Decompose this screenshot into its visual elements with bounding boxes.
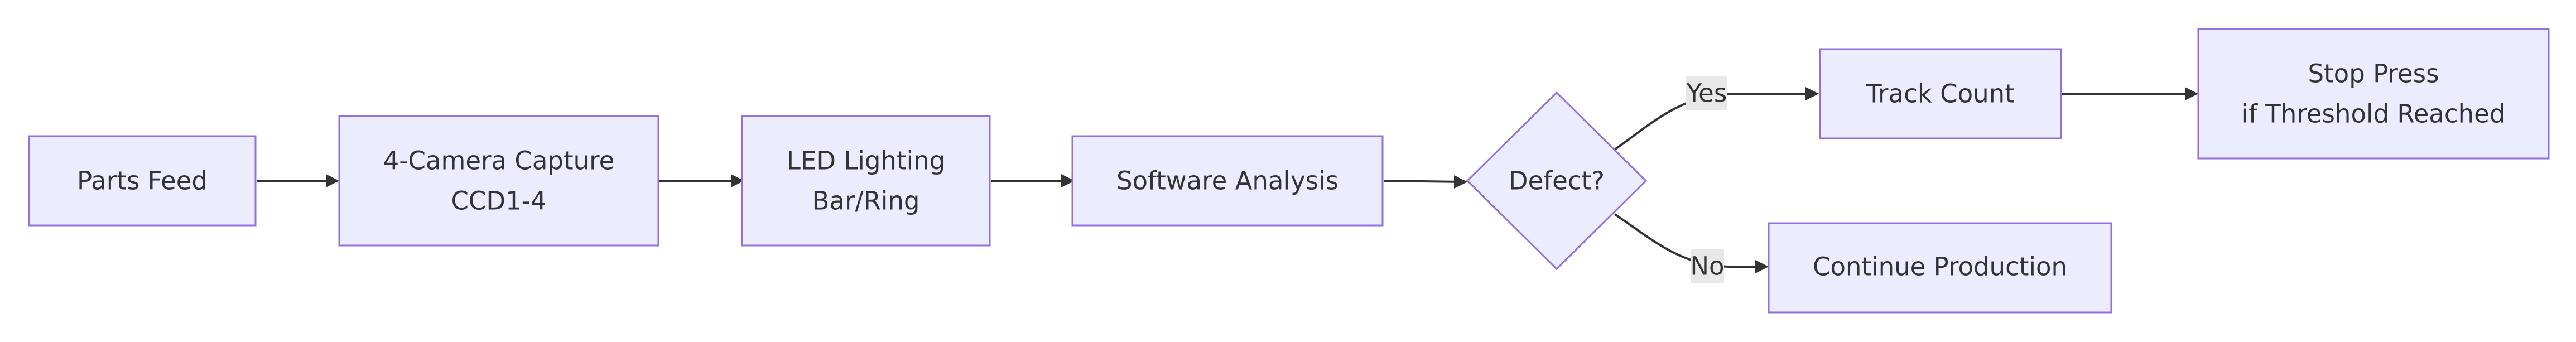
arrowheads [326,87,2198,273]
node-track-count-box [1819,48,2062,139]
node-led-lighting-box [741,115,991,247]
node-software-analysis: Software Analysis [1071,135,1384,227]
node-camera-capture-label-line1: 4-Camera Capture [383,146,615,176]
arrowhead [1061,174,1075,187]
edge-label-yes-text: Yes [1686,79,1727,108]
node-software-analysis-box [1071,135,1384,227]
node-camera-capture-box [338,115,659,247]
arrowhead [1454,175,1467,189]
node-camera-capture-label-line2: CCD1-4 [451,186,547,216]
edge-label-yes-background [1686,76,1727,110]
edge-label-yes: Yes [1686,76,1727,110]
arrowhead [731,174,744,187]
node-software-analysis-label: Software Analysis [1116,166,1338,196]
node-track-count: Track Count [1819,48,2062,139]
node-track-count-label: Track Count [1866,79,2015,109]
node-led-lighting-label-line1: LED Lighting [787,146,945,176]
edge-software-analysis-to-defect [1383,180,1463,183]
node-stop-press-label-line2: if Threshold Reached [2242,99,2506,129]
node-defect-decision-diamond [1466,91,1648,271]
edges [257,93,2193,268]
node-defect-decision: Defect? [1466,91,1648,271]
edge-label-no-text: No [1690,252,1724,281]
node-continue-production: Continue Production [1768,222,2112,314]
node-continue-production-label: Continue Production [1813,252,2067,282]
node-parts-feed-label: Parts Feed [77,166,208,196]
edge-label-no: No [1690,249,1725,283]
node-stop-press: Stop Press if Threshold Reached [2197,28,2550,160]
edge-label-no-background [1691,249,1724,283]
node-parts-feed-box [28,135,257,227]
node-parts-feed: Parts Feed [28,135,257,227]
node-stop-press-box [2197,28,2550,160]
node-defect-decision-label: Defect? [1509,166,1605,196]
node-stop-press-label-line1: Stop Press [2308,59,2439,89]
node-continue-production-box [1768,222,2112,314]
arrowhead [1805,87,1819,100]
node-led-lighting-label-line2: Bar/Ring [812,186,920,216]
node-led-lighting: LED Lighting Bar/Ring [741,115,991,247]
arrowhead [1755,260,1769,273]
arrowhead [2185,87,2198,100]
arrowhead [326,174,339,187]
edge-defect-no-to-continue-production [1614,213,1764,268]
node-camera-capture: 4-Camera Capture CCD1-4 [338,115,659,247]
